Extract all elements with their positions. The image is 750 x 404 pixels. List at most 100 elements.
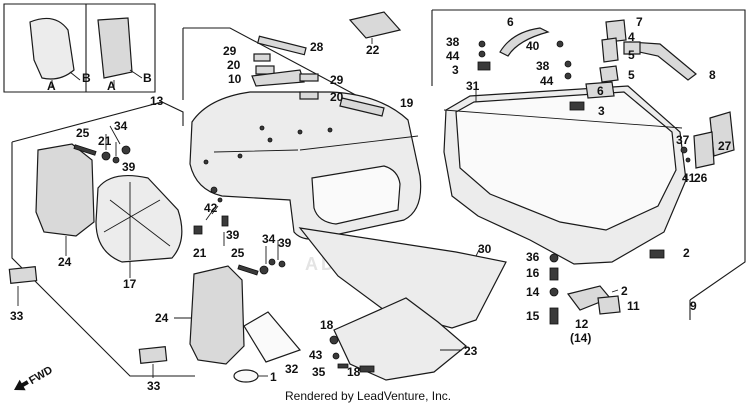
part-5-cylinder-lower <box>599 65 619 83</box>
callout-12: 12 <box>575 317 589 331</box>
callout-40: 40 <box>526 39 540 53</box>
part-4-key-cylinder <box>601 37 619 63</box>
part-5-cylinder-upper <box>623 41 641 55</box>
callout-26: 26 <box>694 171 708 185</box>
part-33-decal-bottom <box>138 346 168 364</box>
callout-9: 9 <box>690 299 697 313</box>
callout-44-lower: 44 <box>540 74 554 88</box>
callout-5-lower: 5 <box>628 68 635 82</box>
part-17-seat-pad <box>95 175 183 263</box>
part-33-decal-left <box>8 266 38 284</box>
callout-43: 43 <box>309 348 323 362</box>
callout-29-lower: 29 <box>330 73 344 87</box>
part-24-side-pocket-upper <box>35 143 95 237</box>
part-24-side-pocket-lower <box>189 265 245 365</box>
callout-33-left: 33 <box>10 309 24 323</box>
callout-8: 8 <box>709 68 716 82</box>
callout-44-upper: 44 <box>446 49 460 63</box>
part-32-liner-sheet <box>243 311 302 363</box>
right-panel-frame <box>431 9 746 320</box>
part-30-trunk-mat <box>298 227 507 329</box>
part-28-lid-stay <box>257 35 307 56</box>
part-23-bottom-pad <box>333 297 467 381</box>
callout-6-lower: 6 <box>597 84 604 98</box>
part-19-stay-bar <box>339 97 385 117</box>
callout-25-center: 25 <box>231 246 245 260</box>
callout-32: 32 <box>285 362 299 376</box>
inset-a-b: A B A B <box>3 3 156 93</box>
hardware-lower-right <box>549 253 621 325</box>
callout-38-lower: 38 <box>536 59 550 73</box>
fwd-label: FWD <box>27 364 55 387</box>
callout-35: 35 <box>312 365 326 379</box>
callout-14: 14 <box>526 285 540 299</box>
callout-36: 36 <box>526 250 540 264</box>
callout-25-left: 25 <box>76 126 90 140</box>
part-6-lock-rod-lower <box>585 81 615 99</box>
hardware-bottom-cluster <box>329 335 375 373</box>
part-20-plate-lower <box>299 91 319 100</box>
inset-label-b-2: B <box>143 71 152 85</box>
callout-30: 30 <box>478 242 492 256</box>
callout-38-upper: 38 <box>446 35 460 49</box>
callout-13: 13 <box>150 94 164 108</box>
callout-27: 27 <box>718 139 732 153</box>
callout-11: 11 <box>627 299 640 313</box>
callout-39-right: 39 <box>278 236 292 250</box>
callout-16: 16 <box>526 266 540 280</box>
inset-label-b-1: B <box>82 71 91 85</box>
part-26-latch-plate <box>693 131 715 169</box>
part-31-trunk-opening <box>455 91 677 231</box>
callout-labels: 1 2 2 3 3 4 5 5 6 6 7 8 9 10 11 12 (14) … <box>10 15 732 393</box>
inset-seat-cover-a <box>29 17 75 80</box>
part-10-hinge <box>251 69 305 87</box>
callout-39-left: 39 <box>122 160 136 174</box>
part-29-plate-upper <box>253 53 271 62</box>
lid-rivets <box>203 125 333 165</box>
part-1-emblem <box>233 369 259 383</box>
callout-2-upper: 2 <box>683 246 690 260</box>
inset-label-a-1: A <box>47 79 56 93</box>
callout-31: 31 <box>466 79 480 93</box>
callout-41: 41 <box>682 171 696 185</box>
callout-14-paren: (14) <box>570 331 591 345</box>
callout-17: 17 <box>123 277 137 291</box>
callout-2-lower: 2 <box>621 284 628 298</box>
callout-29-upper: 29 <box>223 44 237 58</box>
callout-21-center: 21 <box>193 246 207 260</box>
callout-28: 28 <box>310 40 324 54</box>
callout-1: 1 <box>270 370 277 384</box>
hardware-top-right <box>477 19 697 111</box>
callout-34-left: 34 <box>114 119 128 133</box>
part-20-plate-upper <box>255 65 275 75</box>
part-13-lid-window <box>311 165 401 225</box>
callout-3-upper: 3 <box>452 63 459 77</box>
callout-15: 15 <box>526 309 540 323</box>
callout-39-center: 39 <box>226 228 240 242</box>
callout-21-left: 21 <box>98 134 112 148</box>
callout-42: 42 <box>204 201 218 215</box>
callout-4: 4 <box>628 30 635 44</box>
callout-34-center: 34 <box>262 232 276 246</box>
part-6-lock-rod <box>499 27 550 57</box>
part-29-plate-lower <box>299 73 319 82</box>
left-panel-frame <box>11 27 381 377</box>
callout-6-upper: 6 <box>507 15 514 29</box>
callout-3-lower: 3 <box>598 104 605 118</box>
part-7-latch <box>605 19 627 43</box>
callout-18-lower: 18 <box>347 365 361 379</box>
callout-5-upper: 5 <box>628 48 635 62</box>
callout-33-bottom: 33 <box>147 379 161 393</box>
callout-18-upper: 18 <box>320 318 334 332</box>
callout-10: 10 <box>228 72 242 86</box>
callout-23: 23 <box>464 344 478 358</box>
hardware-right-side <box>649 111 735 259</box>
part-22-lock-plate <box>348 11 402 39</box>
callout-24-upper: 24 <box>58 255 72 269</box>
callout-7: 7 <box>636 15 643 29</box>
fwd-arrow-icon <box>14 379 29 391</box>
callout-37: 37 <box>676 133 690 147</box>
callout-24-lower: 24 <box>155 311 169 325</box>
callout-22: 22 <box>366 43 380 57</box>
